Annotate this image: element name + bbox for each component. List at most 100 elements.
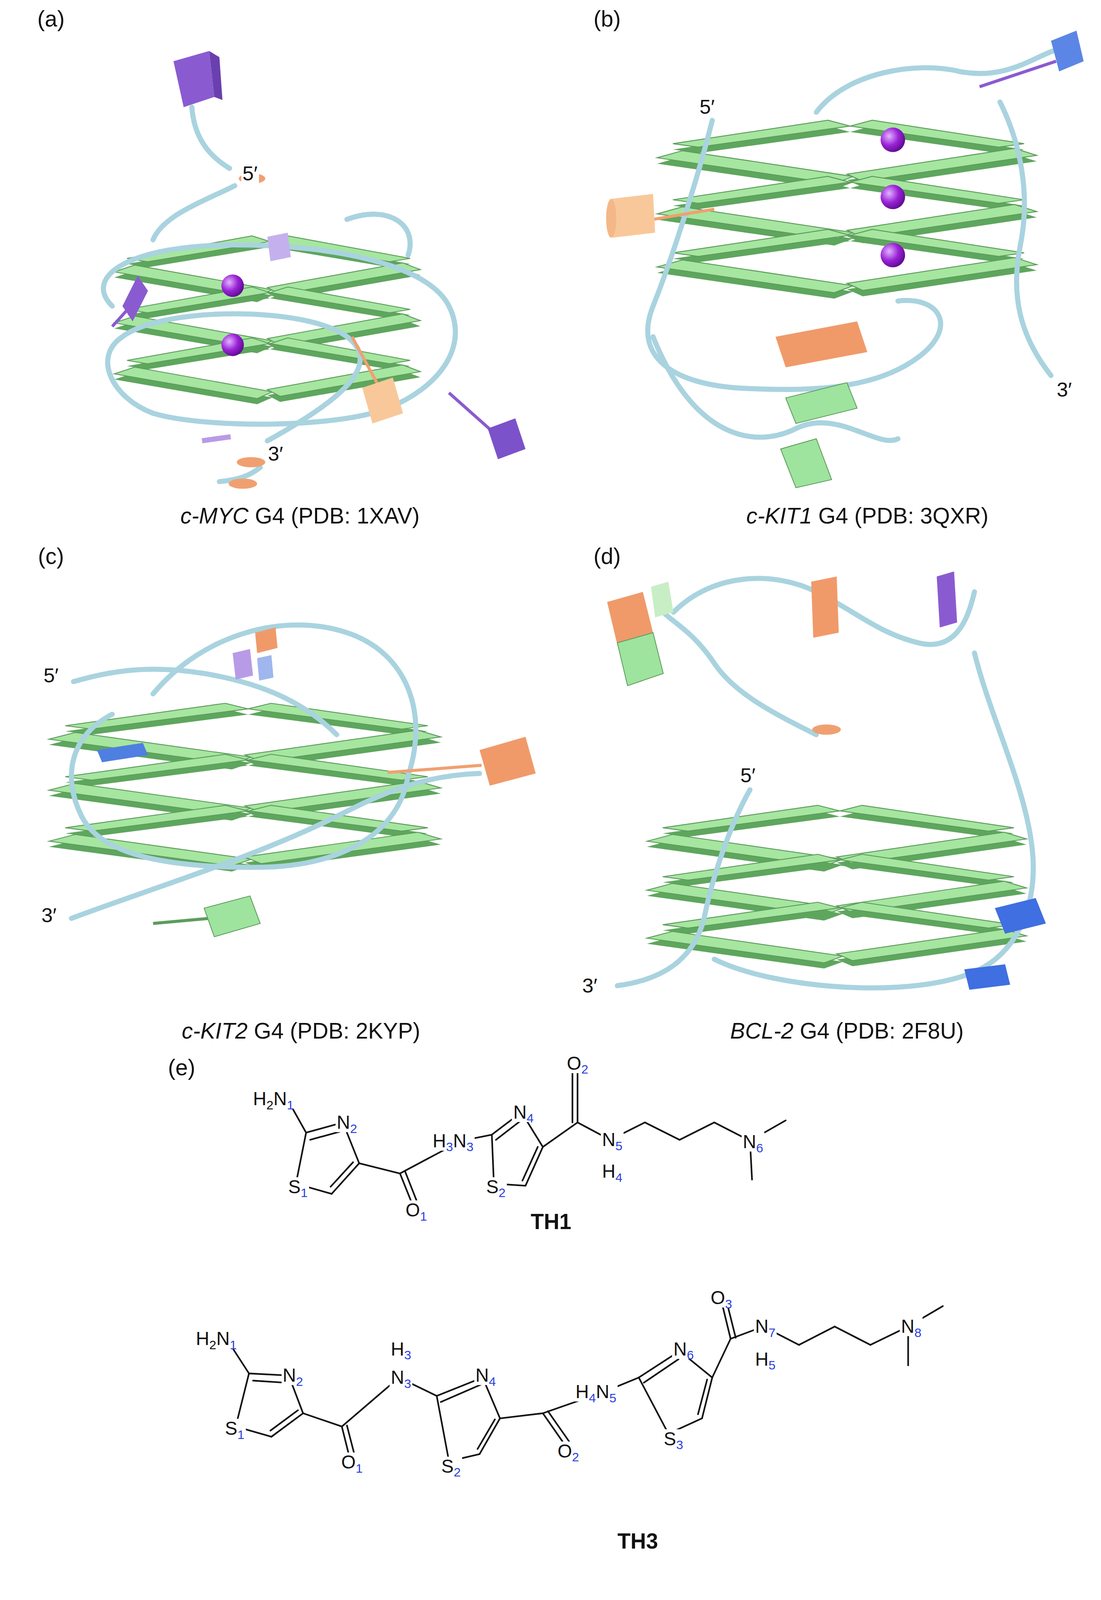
element-symbol: S xyxy=(225,1418,238,1440)
panel-label: (b) xyxy=(593,5,621,31)
strand-end-label: 3′ xyxy=(266,444,285,465)
g4-structure-c xyxy=(48,625,536,938)
strand-end-label: 3′ xyxy=(268,442,284,466)
atom-number: 3 xyxy=(404,1348,412,1363)
strand-end-label: 5′ xyxy=(740,764,756,787)
strand-end-label: 3′ xyxy=(41,904,57,927)
element-symbol: S xyxy=(288,1176,301,1198)
strand-end-label: 3′ xyxy=(1055,379,1074,401)
atom-number: 4 xyxy=(615,1170,623,1185)
atom-label: S1 xyxy=(287,1177,310,1198)
atom-label: H2N1 xyxy=(194,1329,239,1349)
atom-label: N3 xyxy=(389,1368,413,1388)
atom-number: 4 xyxy=(526,1111,534,1126)
element-symbol: H xyxy=(390,1339,405,1360)
element-symbol: H xyxy=(602,1161,616,1182)
atom-number: 4 xyxy=(488,1375,496,1390)
th1-bonds xyxy=(287,1066,786,1210)
panel-label: (a) xyxy=(37,7,65,30)
atom-label: H2N1 xyxy=(251,1089,296,1110)
structure-caption: BCL-2G4 (PDB: 2F8U) xyxy=(730,1020,964,1043)
element-symbol: O xyxy=(557,1441,572,1462)
atom-number: 1 xyxy=(229,1338,237,1353)
atom-number: 4 xyxy=(589,1391,597,1406)
compound-name: TH3 xyxy=(617,1530,658,1553)
element-symbol: H xyxy=(432,1130,447,1152)
atom-number: 3 xyxy=(725,1297,733,1312)
strand-end-label: 5′ xyxy=(699,95,715,119)
atom-label: H3N3 xyxy=(431,1131,475,1152)
atom-number: 7 xyxy=(768,1326,776,1341)
atom-number: 2 xyxy=(498,1186,506,1201)
atom-label: H3 xyxy=(389,1340,413,1360)
strand-end-label: 3′ xyxy=(40,905,58,927)
strand-end-label: 3′ xyxy=(1056,378,1072,402)
element-symbol: H xyxy=(755,1349,769,1371)
element-symbol: H2N xyxy=(253,1088,287,1110)
th3-bonds xyxy=(226,1301,943,1462)
atom-number: 3 xyxy=(675,1438,684,1453)
panel-label: (e) xyxy=(167,1055,196,1081)
atom-number: 1 xyxy=(300,1186,308,1201)
element-symbol: N xyxy=(336,1112,350,1134)
atom-number: 5 xyxy=(768,1358,776,1373)
atom-number: 5 xyxy=(609,1391,617,1406)
element-symbol: N xyxy=(673,1339,687,1360)
element-symbol: H xyxy=(575,1381,590,1403)
element-symbol: N xyxy=(742,1131,757,1153)
atom-label: N6 xyxy=(672,1340,695,1360)
structure-caption: c-KIT2G4 (PDB: 2KYP) xyxy=(181,1020,421,1043)
structure-caption: c-KIT1G4 (PDB: 3QXR) xyxy=(746,504,989,527)
element-symbol: N xyxy=(755,1316,769,1338)
strand-end-label: 5′ xyxy=(42,665,60,687)
element-symbol: S xyxy=(441,1456,454,1478)
structure-caption: c-MYCG4 (PDB: 1XAV) xyxy=(180,504,420,527)
atom-number: 1 xyxy=(237,1428,245,1443)
gene-name: c-KIT1 xyxy=(746,503,813,528)
element-symbol: S xyxy=(486,1176,499,1198)
atom-label: S1 xyxy=(223,1419,246,1439)
element-symbol: N xyxy=(602,1129,616,1151)
panel-label: (c) xyxy=(37,545,65,568)
atom-number: 5 xyxy=(615,1139,623,1154)
strand-end-label: 5′ xyxy=(698,96,717,118)
strand-end-label: 3′ xyxy=(581,976,599,997)
element-symbol: N xyxy=(452,1130,467,1152)
element-symbol: H2N xyxy=(196,1328,230,1350)
element-symbol: N xyxy=(595,1381,610,1403)
strand-end-label: 5′ xyxy=(242,162,258,185)
atom-label: N8 xyxy=(899,1317,923,1337)
atom-number: 6 xyxy=(756,1141,764,1156)
atom-number: 1 xyxy=(419,1209,428,1224)
atom-number: 1 xyxy=(286,1098,294,1113)
atom-label: O2 xyxy=(565,1054,590,1074)
pdb-code: G4 (PDB: 2KYP) xyxy=(253,1018,421,1044)
atom-label: N2 xyxy=(335,1113,359,1133)
atom-number: 2 xyxy=(453,1465,461,1480)
atom-label: N6 xyxy=(741,1132,765,1153)
atom-label: N4 xyxy=(474,1366,498,1386)
atom-number: 1 xyxy=(355,1461,364,1476)
g4-structure-b xyxy=(605,30,1084,489)
atom-label: H5 xyxy=(753,1350,777,1370)
atom-number: 2 xyxy=(572,1450,580,1465)
element-symbol: N xyxy=(901,1316,915,1338)
element-symbol: O xyxy=(566,1053,582,1075)
gene-name: BCL-2 xyxy=(730,1018,794,1044)
pdb-code: G4 (PDB: 2F8U) xyxy=(799,1018,964,1044)
atom-number: 3 xyxy=(404,1377,412,1392)
compound-name: TH1 xyxy=(530,1209,572,1234)
gene-name: c-MYC xyxy=(180,503,249,528)
pdb-code: G4 (PDB: 3QXR) xyxy=(818,503,989,528)
pdb-code: G4 (PDB: 1XAV) xyxy=(254,503,420,528)
element-symbol: N xyxy=(513,1102,527,1123)
atom-number: 6 xyxy=(686,1348,695,1363)
atom-label: N2 xyxy=(281,1366,305,1386)
atom-label: H4N5 xyxy=(574,1382,618,1403)
atom-number: 3 xyxy=(446,1140,454,1155)
g4-structure-a xyxy=(103,51,526,490)
panel-label: (b) xyxy=(593,7,621,30)
atom-label: S2 xyxy=(440,1457,463,1477)
strand-end-label: 5′ xyxy=(241,163,259,184)
